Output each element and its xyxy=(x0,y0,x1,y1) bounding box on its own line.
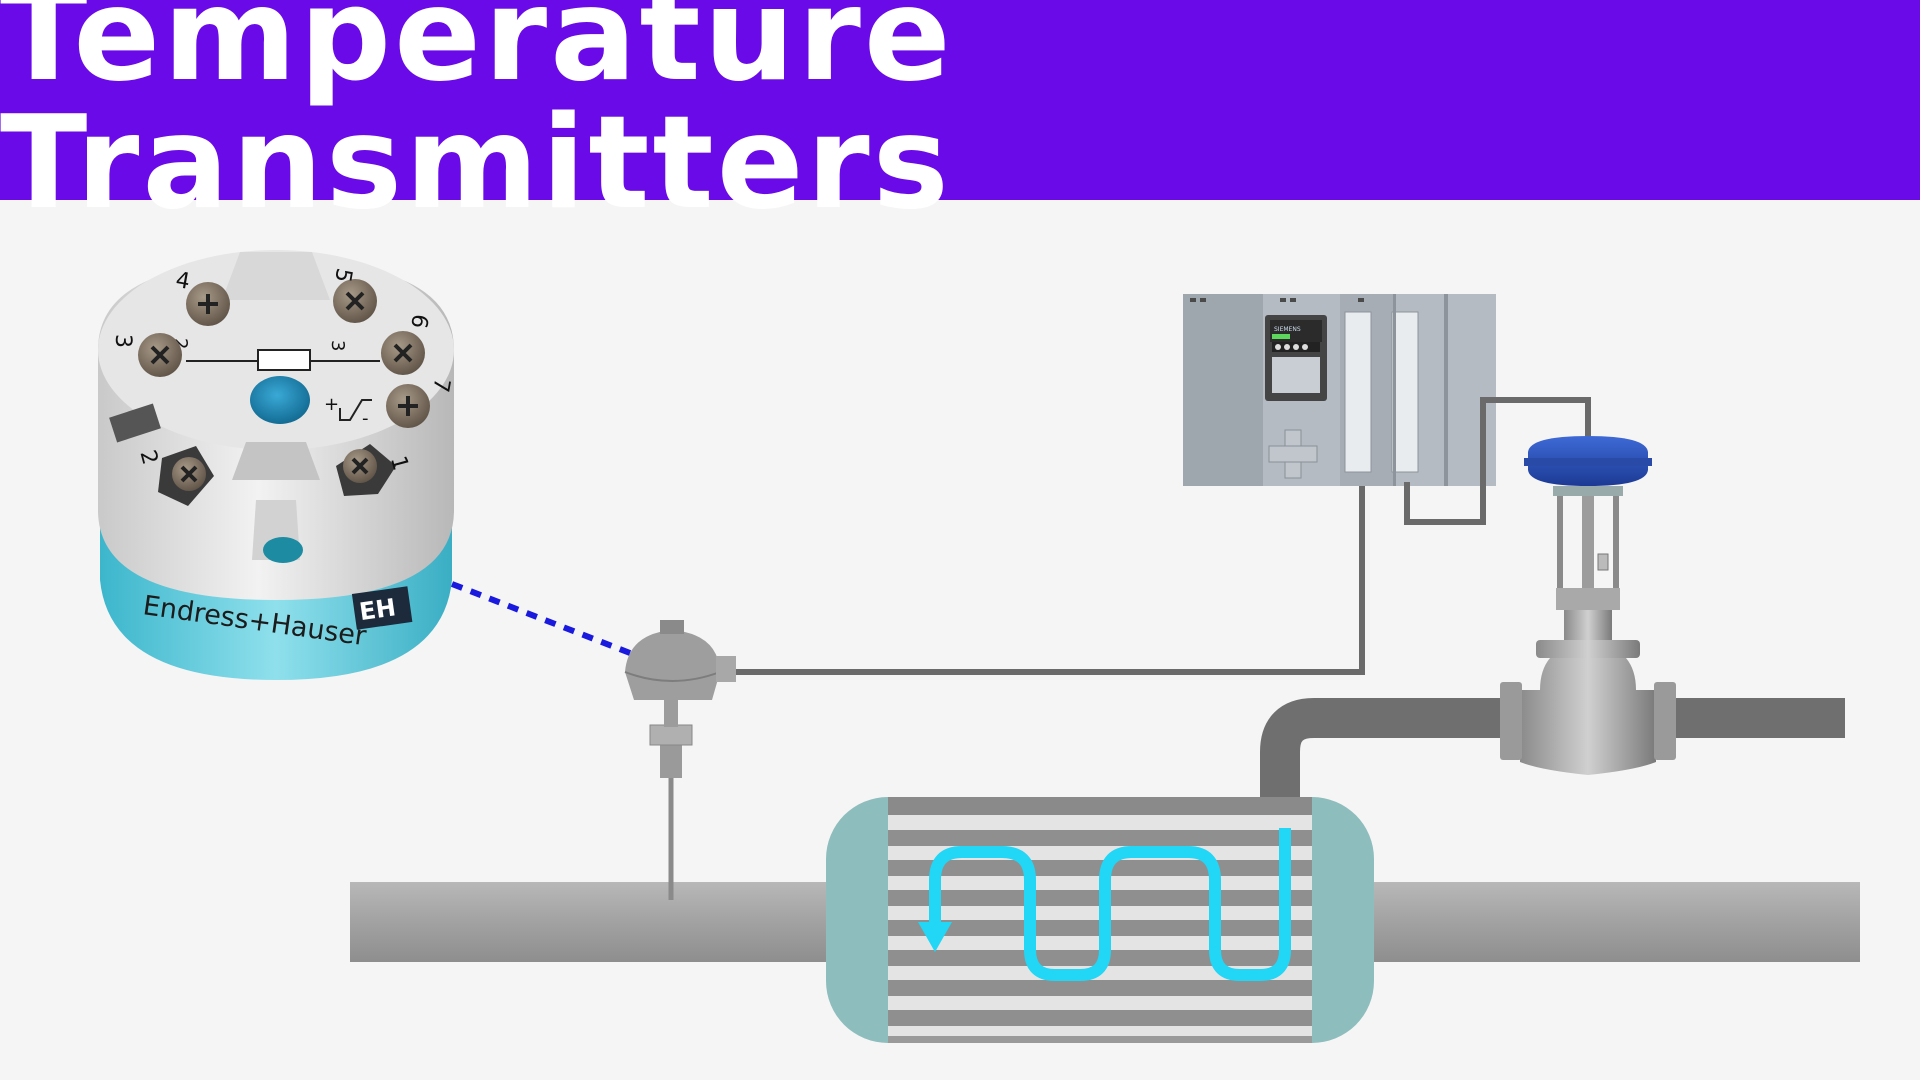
diagram-canvas: SIEMENS xyxy=(98,250,1860,1043)
terminal-screws xyxy=(138,279,430,506)
symbol-minus: - xyxy=(362,408,369,429)
heat-exchanger xyxy=(826,797,1374,1043)
signal-wire-valve xyxy=(1404,397,1591,525)
terminal-7: 7 xyxy=(427,376,454,394)
eh-logo-icon: EH xyxy=(351,586,413,630)
terminal-6: 6 xyxy=(405,312,432,330)
title-banner: Temperature Transmitters xyxy=(0,0,1920,228)
signal-wire-sensor xyxy=(736,482,1365,675)
terminal-4: 4 xyxy=(174,268,192,295)
symbol-3: 3 xyxy=(327,340,348,351)
temperature-transmitter: 2 3 + - 1 2 3 4 5 6 7 Endress+Hauser EH xyxy=(98,250,454,680)
transmitter-link xyxy=(450,581,632,656)
service-pipe xyxy=(1260,698,1845,798)
plc-brand: SIEMENS xyxy=(1274,326,1301,333)
terminal-3: 3 xyxy=(110,334,135,348)
symbol-plus: + xyxy=(324,394,339,415)
terminal-2: 2 xyxy=(134,447,162,467)
terminal-1: 1 xyxy=(385,453,413,473)
flow-arrow-icon xyxy=(929,828,1291,981)
plc-controller: SIEMENS xyxy=(1183,294,1496,486)
page-title: Temperature Transmitters xyxy=(0,0,954,238)
rtd-sensor xyxy=(624,620,736,900)
process-diagram: SIEMENS xyxy=(0,200,1920,1080)
eh-logo-text: EH xyxy=(358,593,398,626)
control-valve xyxy=(1500,436,1676,775)
symbol-2: 2 xyxy=(170,338,191,349)
terminal-5: 5 xyxy=(329,266,356,284)
plc-dpad xyxy=(1268,429,1318,479)
